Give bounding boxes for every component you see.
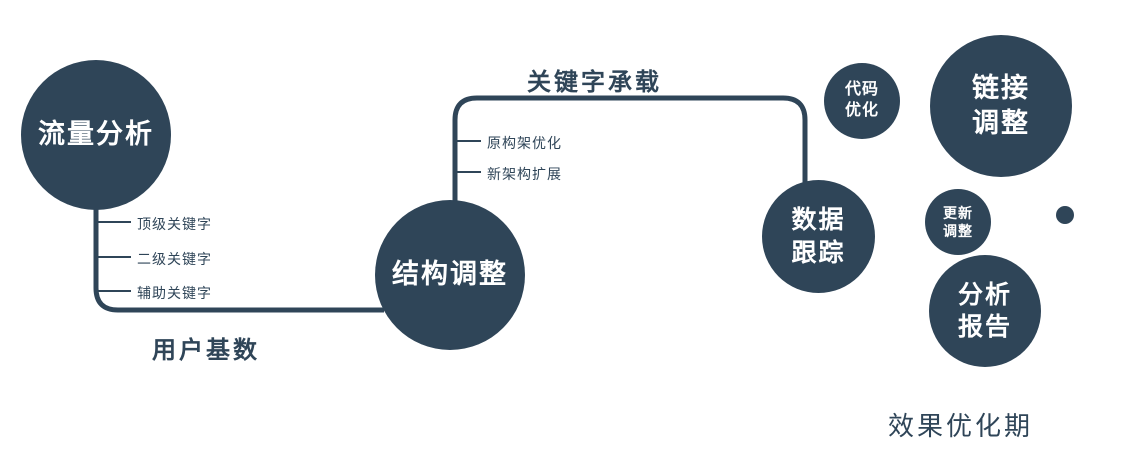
connector-structure-to-tracking — [452, 95, 808, 215]
node-link-adjustment: 链接 调整 — [930, 35, 1072, 177]
edge-label-keyword-carrying: 关键字承载 — [527, 69, 662, 96]
edge-label-user-base: 用户基数 — [152, 337, 260, 364]
node-update-adjustment-line1: 更新 — [943, 204, 973, 221]
node-link-adjustment-line2: 调整 — [972, 108, 1030, 138]
node-update-adjustment: 更新 调整 — [925, 189, 991, 255]
node-code-optimization-line1: 代码 — [844, 81, 879, 99]
node-structure-adjustment: 结构调整 — [375, 200, 525, 350]
node-code-optimization-line2: 优化 — [844, 102, 879, 119]
connector-traffic-to-structure — [93, 186, 384, 313]
node-data-tracking-line1: 数据 — [791, 206, 846, 234]
branch-label-auxiliary-keywords: 辅助关键字 — [137, 285, 212, 301]
node-update-adjustment-line2: 调整 — [943, 223, 973, 239]
dot-marker — [1056, 206, 1074, 224]
caption-effect-optimization-period: 效果优化期 — [888, 411, 1034, 441]
node-data-tracking: 数据 跟踪 — [762, 180, 875, 293]
node-analysis-report-line2: 报告 — [957, 313, 1012, 341]
node-data-tracking-line2: 跟踪 — [791, 238, 846, 267]
branch-label-top-keywords: 顶级关键字 — [137, 216, 212, 232]
branch-label-new-architecture: 新架构扩展 — [487, 166, 562, 182]
node-structure-adjustment-label: 结构调整 — [392, 259, 508, 290]
node-code-optimization: 代码 优化 — [824, 63, 900, 139]
node-traffic-analysis-label: 流量分析 — [38, 119, 154, 150]
branch-label-secondary-keywords: 二级关键字 — [137, 251, 212, 267]
node-analysis-report: 分析 报告 — [929, 255, 1041, 367]
node-link-adjustment-line1: 链接 — [972, 72, 1030, 103]
node-traffic-analysis: 流量分析 — [21, 60, 171, 210]
node-analysis-report-line1: 分析 — [957, 280, 1012, 309]
branch-label-original-architecture: 原构架优化 — [487, 135, 562, 151]
